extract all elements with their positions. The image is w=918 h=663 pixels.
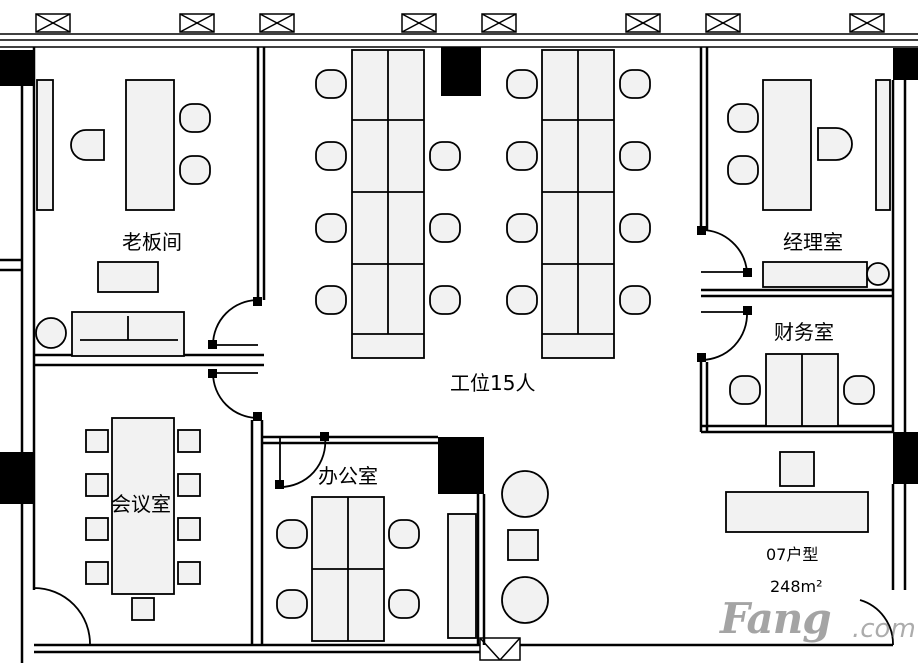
workstation-desks [351,49,615,359]
room-label-finance: 财务室 [774,320,834,344]
room-label-meeting: 会议室 [111,492,171,516]
lounge-furniture [501,451,869,624]
room-label-manager: 经理室 [783,230,843,254]
watermark-domain: .com [852,614,916,644]
watermark-logo: Fang .com [718,588,916,652]
structural-columns [0,47,918,504]
door-hinges [208,226,752,489]
bottom-door-marker [479,637,521,661]
watermark-brand: Fang [720,594,832,643]
doors [33,229,894,646]
room-label-office: 办公室 [318,464,378,488]
meeting-room-furniture [85,417,201,621]
boss-room-furniture [35,79,211,357]
room-label-workstations: 工位15人 [450,371,536,395]
window-markers [35,13,885,33]
office-room-furniture [276,496,477,642]
top-window-band [0,33,918,48]
room-label-boss: 老板间 [122,230,182,254]
unit-area-label: 248m² [770,577,823,596]
finance-room-furniture [729,353,875,427]
walls [0,47,907,663]
workstation-chairs [315,69,651,315]
manager-room-furniture [727,79,891,288]
unit-type-label: 07户型 [766,545,819,564]
